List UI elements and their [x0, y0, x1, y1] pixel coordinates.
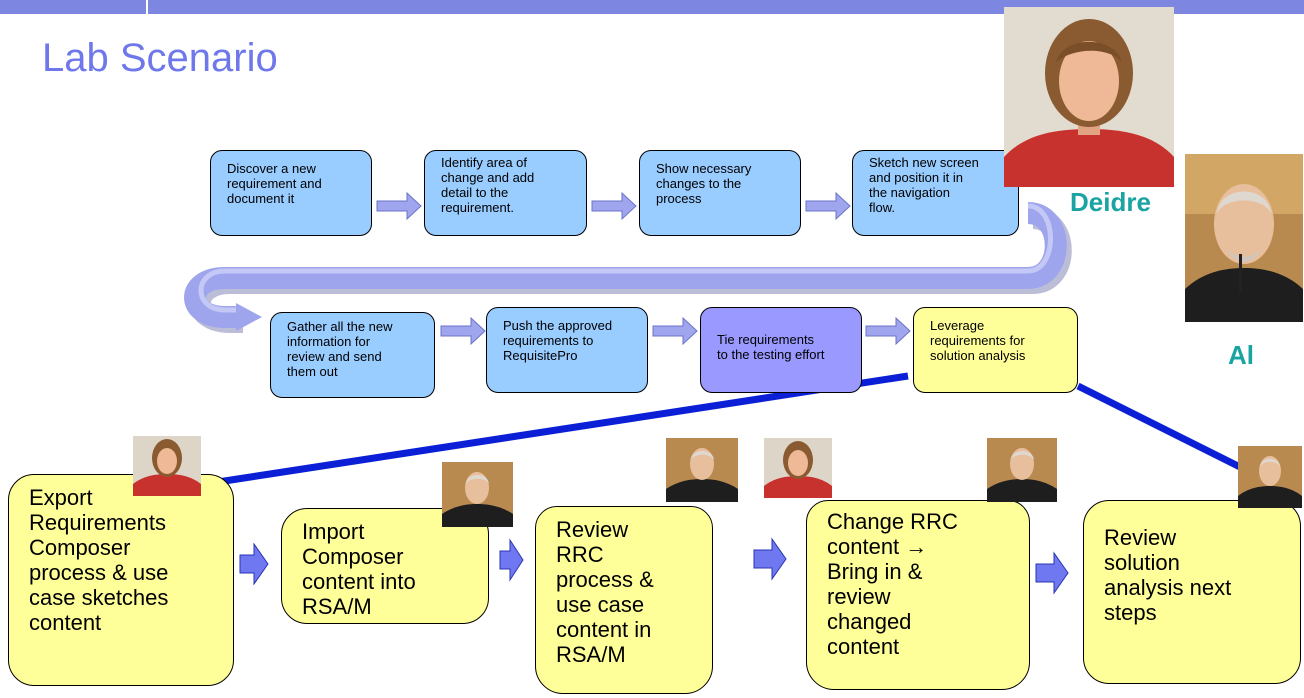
slide-title: Lab Scenario — [42, 36, 278, 80]
task-change-rrc-content: Change RRC content → Bring in & review c… — [806, 500, 1030, 690]
step-show-process-changes: Show necessary changes to the process — [639, 150, 801, 236]
flow-arrow — [865, 316, 911, 346]
flow-arrow — [376, 191, 422, 221]
u-turn-arrowhead — [236, 303, 262, 331]
flow-arrow — [591, 191, 637, 221]
al-name: Al — [1228, 340, 1254, 370]
step-gather-information: Gather all the new information for revie… — [270, 312, 435, 398]
task-import-composer-content: Import Composer content into RSA/M — [281, 508, 489, 624]
al-thumbnail — [666, 438, 738, 502]
task-export-composer-content: Export Requirements Composer process & u… — [8, 474, 234, 686]
step-discover-requirement: Discover a new requirement and document … — [210, 150, 372, 236]
step-tie-requirements: Tie requirements to the testing effort — [700, 307, 862, 393]
connector-line-left — [217, 372, 909, 486]
header-divider — [146, 0, 148, 14]
deidre-photo — [1004, 7, 1174, 187]
al-thumbnail — [987, 438, 1057, 502]
al-thumbnail — [442, 462, 513, 527]
step-leverage-requirements: Leverage requirements for solution analy… — [913, 307, 1078, 393]
block-arrow — [499, 538, 524, 582]
block-arrow — [1035, 551, 1069, 595]
flow-arrow — [652, 316, 698, 346]
task-review-rrc-process: Review RRC process & use case content in… — [535, 506, 713, 694]
step-identify-change: Identify area of change and add detail t… — [424, 150, 587, 236]
flow-arrow — [805, 191, 851, 221]
deidre-thumbnail — [133, 436, 201, 496]
block-arrow — [239, 542, 269, 586]
connector-line-right — [1076, 382, 1264, 482]
flow-arrow — [440, 316, 486, 346]
step-sketch-screen: Sketch new screen and position it in the… — [852, 150, 1019, 236]
al-photo — [1185, 154, 1303, 322]
deidre-thumbnail — [764, 438, 832, 498]
task-review-solution-analysis: Review solution analysis next steps — [1083, 500, 1301, 684]
block-arrow — [753, 537, 787, 581]
deidre-name: Deidre — [1070, 187, 1151, 217]
header-bar — [0, 0, 1304, 14]
step-push-requirements: Push the approved requirements to Requis… — [486, 307, 648, 393]
u-turn-highlight — [198, 203, 1053, 313]
al-thumbnail — [1238, 446, 1302, 508]
